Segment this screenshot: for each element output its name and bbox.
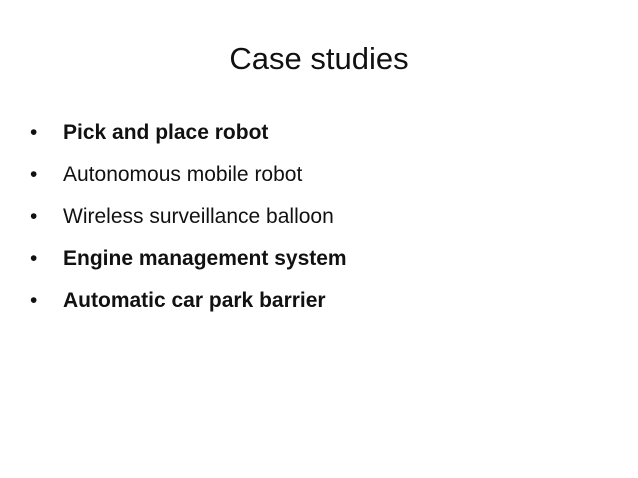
- bullet-item: • Automatic car park barrier: [30, 283, 610, 325]
- bullet-list: • Pick and place robot • Autonomous mobi…: [30, 115, 610, 325]
- bullet-item: • Autonomous mobile robot: [30, 157, 610, 199]
- bullet-icon: •: [30, 289, 38, 312]
- bullet-icon: •: [30, 121, 38, 144]
- bullet-item: • Wireless surveillance balloon: [30, 199, 610, 241]
- bullet-icon: •: [30, 205, 38, 228]
- bullet-item: • Pick and place robot: [30, 115, 610, 157]
- bullet-text: Pick and place robot: [63, 121, 269, 144]
- bullet-icon: •: [30, 163, 38, 186]
- bullet-text: Autonomous mobile robot: [63, 163, 303, 186]
- bullet-item: • Engine management system: [30, 241, 610, 283]
- bullet-icon: •: [30, 247, 38, 270]
- slide-title: Case studies: [229, 41, 409, 76]
- bullet-text: Engine management system: [63, 247, 347, 270]
- bullet-text: Automatic car park barrier: [63, 289, 326, 312]
- bullet-text: Wireless surveillance balloon: [63, 205, 334, 228]
